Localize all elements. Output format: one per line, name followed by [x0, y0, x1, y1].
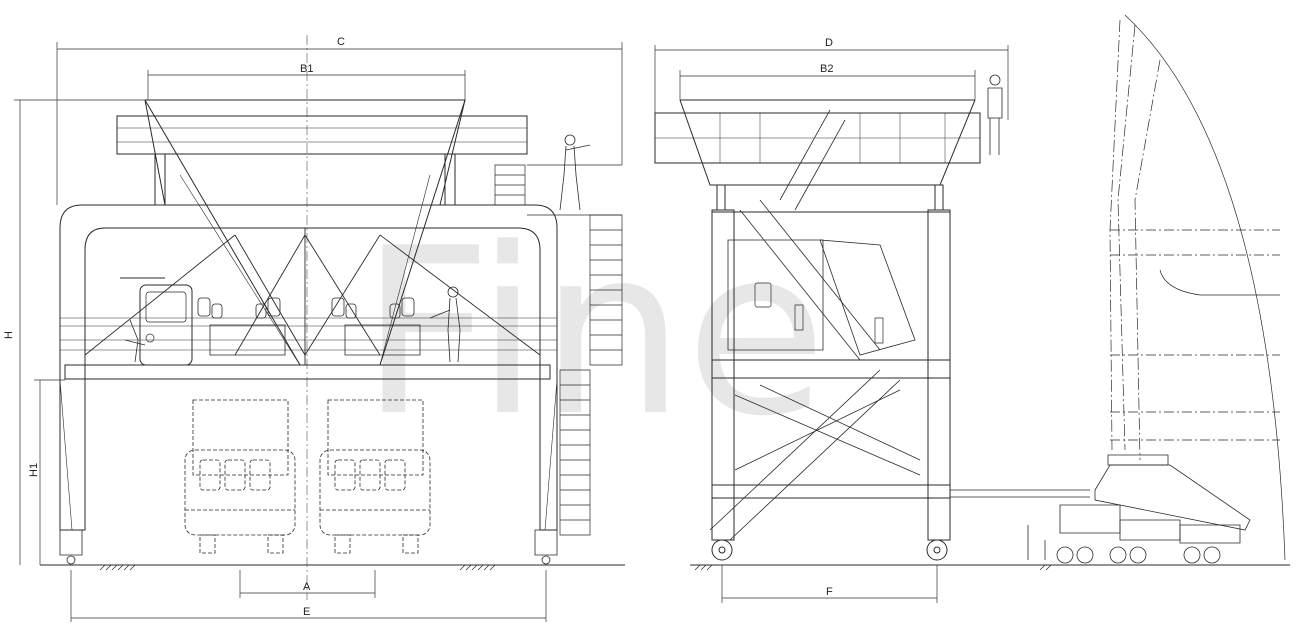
side-staircase [710, 110, 920, 540]
truck-left [185, 400, 295, 553]
side-wheel-right [927, 540, 947, 560]
side-view [655, 15, 1290, 570]
dim-label-b2: B2 [820, 63, 833, 75]
ground-hatch [100, 565, 495, 570]
worker-figure-valve [430, 287, 460, 362]
side-wheel-left [712, 540, 732, 560]
worker-figure-deck [560, 135, 590, 210]
dim-label-d: D [825, 37, 833, 49]
front-dimensions [14, 42, 622, 622]
dim-label-a: A [303, 581, 311, 593]
cross-beam [65, 365, 550, 379]
dim-label-h: H [3, 331, 15, 339]
ship-hull [1110, 15, 1285, 560]
dim-label-b1: B1 [300, 63, 313, 75]
side-dimensions [655, 45, 1008, 603]
worker-figure-side [988, 75, 1002, 155]
dim-label-e: E [303, 606, 310, 618]
staircase [495, 165, 622, 535]
truck-right [320, 400, 430, 553]
mobile-conveyor [950, 455, 1250, 563]
dim-label-f: F [826, 586, 833, 598]
side-leg-right [928, 210, 950, 540]
operator-cab [140, 285, 192, 365]
dim-label-h1: H1 [28, 463, 40, 477]
hopper-deck [117, 116, 527, 154]
gate-valves [198, 298, 420, 355]
front-wheel-bogies [60, 530, 557, 564]
bracing [85, 228, 540, 365]
dim-label-c: C [337, 36, 345, 48]
front-view [40, 35, 625, 600]
watermark: Fine [360, 200, 827, 467]
